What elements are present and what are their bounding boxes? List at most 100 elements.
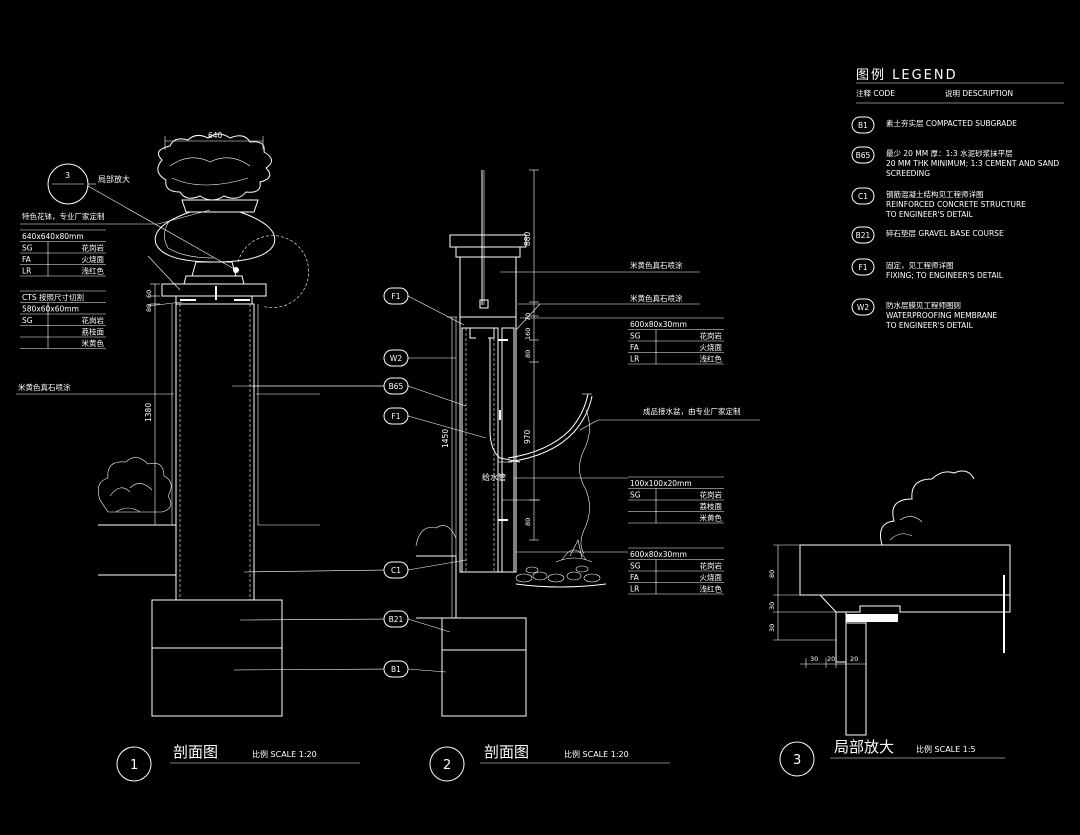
- legend-code-bubble: [851, 298, 875, 316]
- table-cell: FA: [630, 343, 640, 352]
- table-row: FA 火烧面: [628, 340, 724, 353]
- s2-gravel: [441, 649, 527, 717]
- tag-b65: B65: [383, 377, 467, 407]
- callout-number: 3: [65, 171, 70, 180]
- s2-pipe-note: 给水管: [482, 472, 506, 482]
- section1-number-circle: [116, 746, 152, 782]
- planter-note: 特色花钵，专业厂家定制: [22, 211, 105, 221]
- s2-basin-note: 成品接水盆，由专业厂家定制: [643, 406, 741, 416]
- section1-number: 1: [130, 758, 138, 773]
- tag-label: F1: [391, 292, 400, 301]
- legend-code-bubble: [851, 116, 875, 134]
- column-body: [175, 303, 255, 601]
- section2-number: 2: [443, 758, 451, 773]
- legend-desc-line: 最少 20 MM 厚：1:3 水泥砂浆抹平层: [886, 148, 1013, 158]
- legend-code-bubble: [851, 146, 875, 164]
- table-cell: 火烧面: [700, 572, 723, 582]
- table-cell: SG: [22, 316, 33, 325]
- table-row: SG 花岗岩: [20, 241, 106, 253]
- tag-label: F1: [391, 412, 400, 421]
- section-2: 1450 880 70 160 80 970 80 F1W2B65F1C1B21…: [232, 169, 760, 782]
- tag-label: C1: [391, 566, 401, 575]
- legend-code-header: 注释 CODE: [856, 88, 895, 98]
- section1-scale: 比例 SCALE 1:20: [252, 749, 317, 759]
- dim-top-640: 640: [208, 131, 223, 140]
- s2-cap-top: [449, 234, 527, 248]
- table-cell: 100x100x20mm: [630, 479, 692, 488]
- table-cell: 米黄色: [82, 338, 105, 348]
- detail-dim-30b: 30: [768, 624, 776, 632]
- table-row: CTS 按照尺寸切割: [20, 290, 106, 302]
- section2-title: 剖面图: [484, 743, 529, 761]
- table-row: 100x100x20mm: [628, 476, 724, 488]
- table-cell: SG: [22, 244, 33, 253]
- table-row: 米黄色: [20, 336, 106, 349]
- table-cell: 米黄色: [700, 513, 723, 523]
- detail-cap-stone: [799, 544, 1011, 596]
- tag-b21: B21: [383, 610, 451, 633]
- table-cell: 浅红色: [700, 354, 723, 364]
- tag-w2: W2: [383, 349, 456, 367]
- detail3-number-circle: [779, 741, 815, 777]
- legend-desc-line: 碎石垫层 GRAVEL BASE COURSE: [886, 228, 1004, 238]
- detail3-number: 3: [793, 753, 801, 768]
- s2-footing: [441, 617, 527, 651]
- table-row: 600x80x30mm: [628, 317, 724, 329]
- legend-desc-line: REINFORCED CONCRETE STRUCTURE: [886, 200, 1026, 209]
- table-cell: CTS 按照尺寸切割: [22, 292, 84, 302]
- legend-code: F1: [858, 263, 867, 272]
- s2-dim-1450: 1450: [441, 429, 450, 448]
- planter-vase: [154, 133, 276, 285]
- table-cell: SG: [630, 491, 641, 500]
- legend-code-bubble: [851, 187, 875, 205]
- legend-desc-line: 素土夯实层 COMPACTED SUBGRADE: [886, 118, 1017, 128]
- tag-label: B1: [391, 665, 401, 674]
- table-row: 荔枝面: [20, 325, 106, 337]
- table-cell: 花岗岩: [700, 490, 723, 500]
- table-cell: 600x80x30mm: [630, 320, 687, 329]
- table-row: 600x80x30mm: [628, 547, 724, 559]
- tag-label: B65: [389, 382, 404, 391]
- table-cell: 花岗岩: [700, 331, 723, 341]
- table-cell: 花岗岩: [82, 243, 105, 253]
- legend-desc-line: SCREEDING: [886, 169, 930, 178]
- legend-code: B21: [856, 231, 871, 240]
- table-cell: LR: [22, 267, 31, 276]
- section1-title: 剖面图: [173, 743, 218, 761]
- s2-dim-80-b: 80: [524, 518, 532, 526]
- table-row: 580x60x60mm: [20, 302, 106, 314]
- dim-cap-60: 60: [145, 290, 153, 298]
- detail-dim-b30: 30: [810, 655, 818, 663]
- detail-dim-b20b: 20: [850, 655, 858, 663]
- detail-dim-30a: 30: [768, 602, 776, 610]
- s2-cap-mid: [455, 246, 521, 258]
- s2-dim-160: 160: [524, 328, 532, 340]
- tag-label: B21: [389, 615, 404, 624]
- s2-dim-970: 970: [523, 429, 532, 444]
- table-cell: 580x60x60mm: [22, 305, 79, 314]
- detail-dim-b20a: 20: [827, 655, 835, 663]
- tag-b1: B1: [383, 660, 447, 678]
- s2-basin: [507, 393, 589, 459]
- legend-desc-line: FIXING; TO ENGINEER'S DETAIL: [886, 271, 1004, 280]
- legend-code: B65: [856, 151, 871, 160]
- table-cell: 640x640x80mm: [22, 232, 84, 241]
- section1-side-note: 米黄色真石喷涂: [18, 382, 71, 392]
- gravel-base: [151, 647, 283, 717]
- table-cell: 火烧面: [700, 342, 723, 352]
- s2-column: [459, 316, 517, 573]
- tag-c1: C1: [383, 559, 467, 579]
- legend-code: W2: [857, 303, 869, 312]
